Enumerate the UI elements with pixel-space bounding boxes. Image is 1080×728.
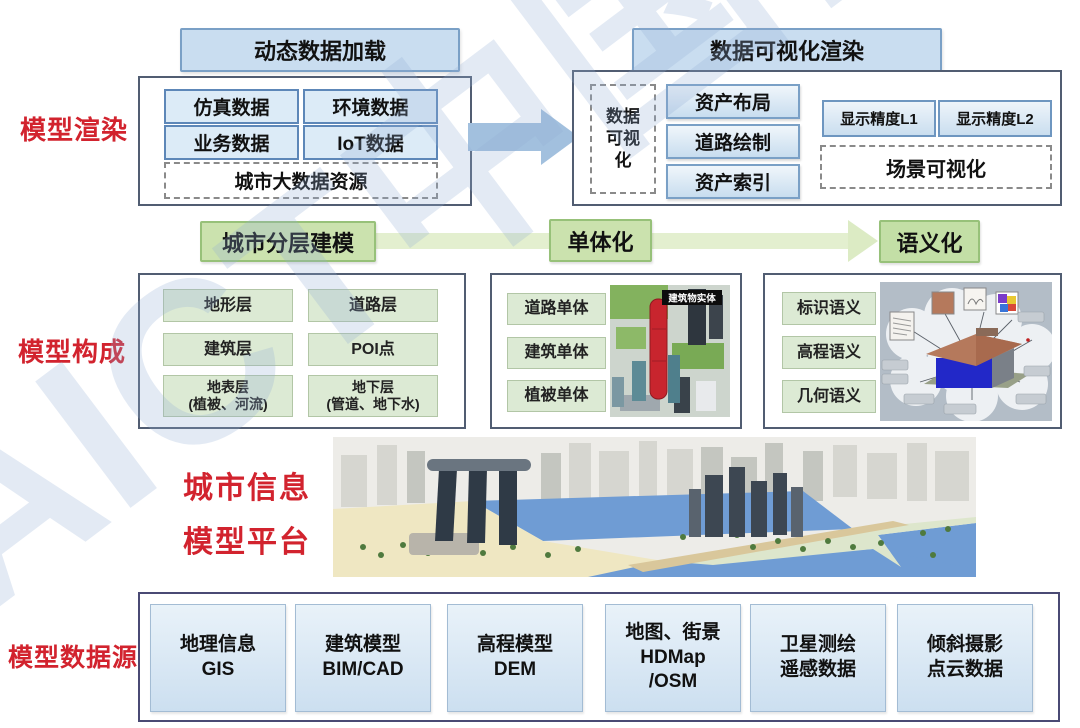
source-satellite: 卫星测绘 遥感数据 (750, 604, 886, 712)
semantic-geometry: 几何语义 (782, 380, 876, 413)
data-visualization-group: 数据 可视 化 资产布局 道路绘制 资产索引 显示精度L1 显示精度L2 场景可… (572, 70, 1062, 206)
layer-building: 建筑层 (163, 333, 293, 366)
section-label-data-sources: 模型数据源 (8, 644, 139, 672)
step-monomerization: 单体化 (549, 219, 652, 262)
layers-group: 地形层 道路层 建筑层 POI点 地表层 (植被、河流) 地下层 (管道、地下水… (138, 273, 466, 429)
source-bim-cad: 建筑模型 BIM/CAD (295, 604, 431, 712)
flow-arrow-body (468, 123, 542, 151)
section-label-model-rendering: 模型渲染 (20, 115, 129, 145)
city-bigdata-resource: 城市大数据资源 (164, 162, 438, 199)
step-layered-modeling: 城市分层建模 (200, 221, 376, 262)
data-item-iot: IoT数据 (303, 125, 438, 160)
data-item-environment: 环境数据 (303, 89, 438, 124)
layer-poi: POI点 (308, 333, 438, 366)
semantics-model-image (880, 282, 1052, 421)
monomer-vegetation: 植被单体 (507, 380, 606, 412)
data-sources-group: 地理信息 GIS 建筑模型 BIM/CAD 高程模型 DEM 地图、街景 HDM… (138, 592, 1060, 722)
semantic-identifier: 标识语义 (782, 292, 876, 325)
semantic-elevation: 高程语义 (782, 336, 876, 369)
asset-index-box: 资产索引 (666, 164, 800, 199)
monomer-city-image: 建筑物实体 (610, 285, 730, 417)
layer-road: 道路层 (308, 289, 438, 322)
layer-underground: 地下层 (管道、地下水) (308, 375, 438, 417)
monomer-image-tag: 建筑物实体 (667, 293, 716, 305)
display-precision-l2: 显示精度L2 (938, 100, 1052, 137)
layer-surface: 地表层 (植被、河流) (163, 375, 293, 417)
city-platform-image (333, 437, 976, 577)
scene-visualization-box: 场景可视化 (820, 145, 1052, 189)
pipeline-arrow-head (848, 220, 878, 262)
platform-title: 城市信息 模型平台 (183, 472, 311, 559)
monomer-building: 建筑单体 (507, 337, 606, 369)
data-visualization-title: 数据可视化渲染 (632, 28, 942, 72)
dynamic-data-loading-title: 动态数据加载 (180, 28, 460, 72)
road-drawing-box: 道路绘制 (666, 124, 800, 159)
section-label-model-composition: 模型构成 (18, 337, 127, 367)
dynamic-data-group: 仿真数据 环境数据 业务数据 IoT数据 城市大数据资源 (138, 76, 472, 206)
layer-terrain: 地形层 (163, 289, 293, 322)
display-precision-l1: 显示精度L1 (822, 100, 936, 137)
monomer-road: 道路单体 (507, 293, 606, 325)
monomer-group: 道路单体 建筑单体 植被单体 建筑物实体 (490, 273, 742, 429)
semantics-group: 标识语义 高程语义 几何语义 (763, 273, 1062, 429)
source-pointcloud: 倾斜摄影 点云数据 (897, 604, 1033, 712)
source-dem: 高程模型 DEM (447, 604, 583, 712)
source-gis: 地理信息 GIS (150, 604, 286, 712)
step-semantization: 语义化 (879, 220, 980, 263)
data-visualization-side-label: 数据 可视 化 (590, 84, 656, 194)
asset-layout-box: 资产布局 (666, 84, 800, 119)
source-hdmap-osm: 地图、街景 HDMap /OSM (605, 604, 741, 712)
data-item-business: 业务数据 (164, 125, 299, 160)
data-item-simulation: 仿真数据 (164, 89, 299, 124)
